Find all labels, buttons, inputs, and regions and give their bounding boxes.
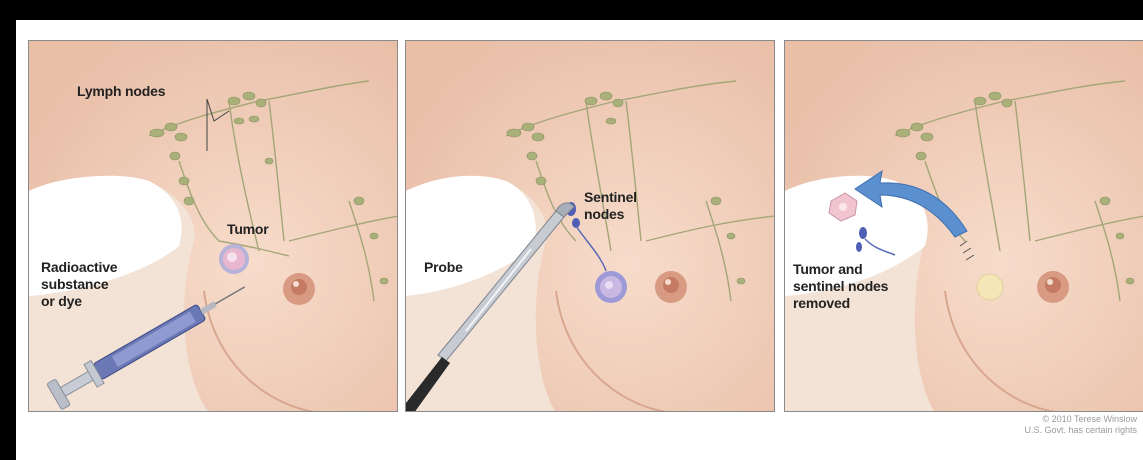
excision-site: [977, 274, 1003, 300]
credit-line-1: © 2010 Terese Winslow: [1024, 414, 1137, 425]
panel-removal-illustration: [785, 41, 1143, 412]
black-left-border: [0, 0, 16, 460]
label-tumor: Tumor: [227, 221, 269, 238]
panel-probe-illustration: [406, 41, 775, 412]
panel-injection: Lymph nodes Tumor Radioactive substance …: [28, 40, 398, 412]
label-probe: Probe: [424, 259, 463, 276]
credit-line-2: U.S. Govt. has certain rights: [1024, 425, 1137, 436]
copyright-credit: © 2010 Terese Winslow U.S. Govt. has cer…: [1024, 414, 1137, 436]
panel-removal: Tumor and sentinel nodes removed: [784, 40, 1143, 412]
label-lymph-nodes: Lymph nodes: [77, 83, 165, 100]
tumor-mark: [595, 271, 627, 303]
label-radioactive-substance: Radioactive substance or dye: [41, 259, 117, 310]
label-tumor-and-sentinel-removed: Tumor and sentinel nodes removed: [793, 261, 888, 312]
label-sentinel-nodes: Sentinel nodes: [584, 189, 637, 223]
black-top-border: [0, 0, 1143, 20]
panel-probe: Probe Sentinel nodes: [405, 40, 775, 412]
tumor-mark: [219, 244, 249, 274]
